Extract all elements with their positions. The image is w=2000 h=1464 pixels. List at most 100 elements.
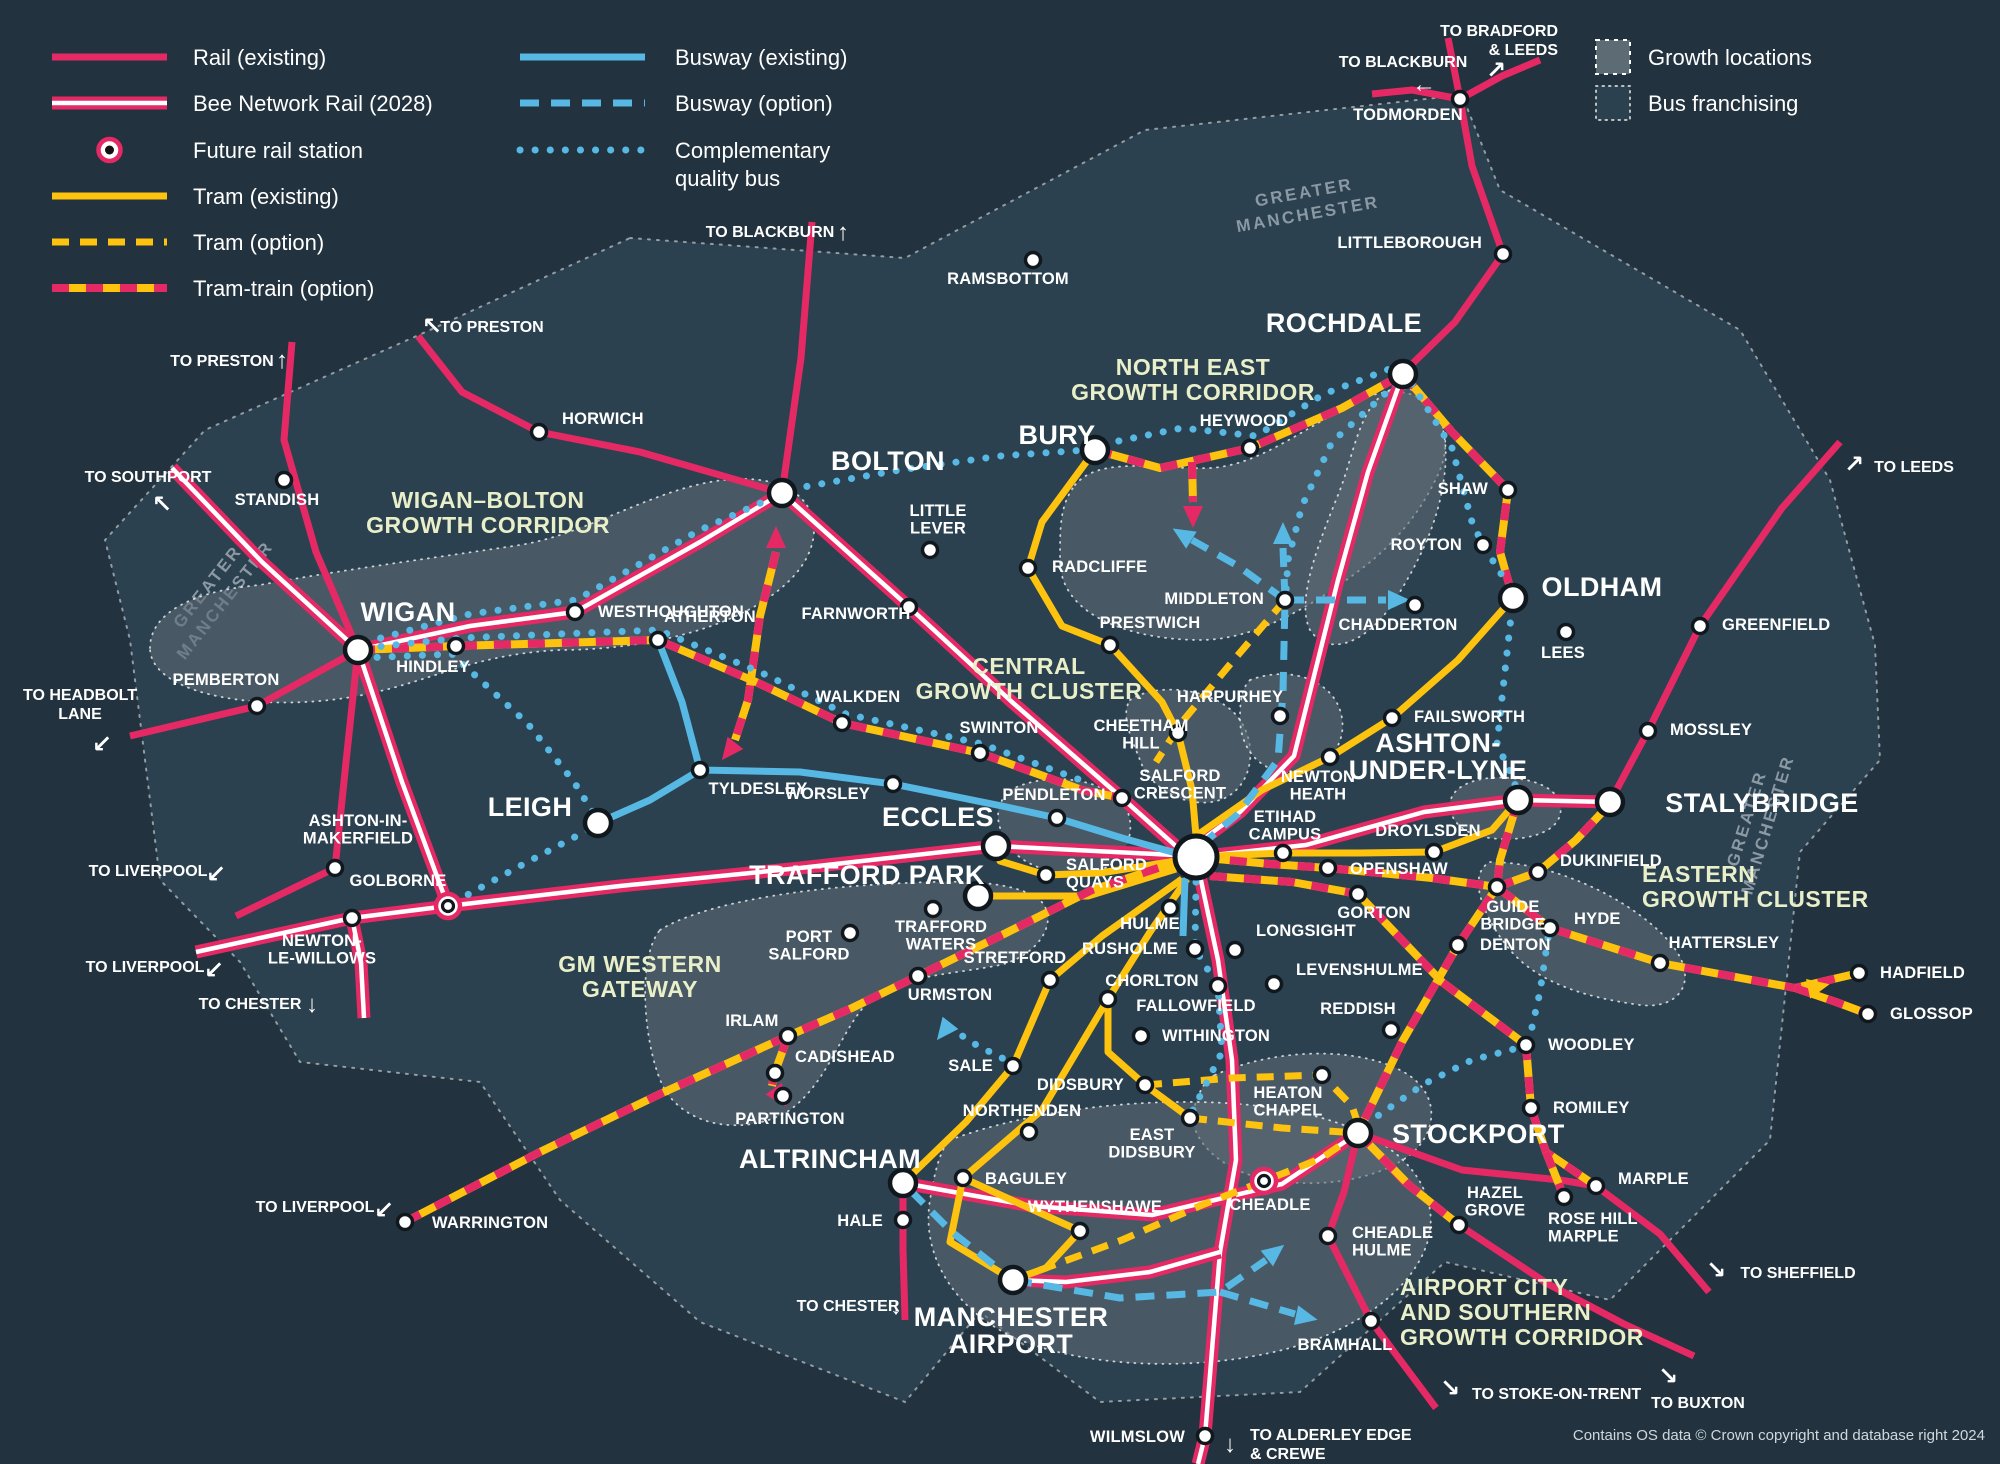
station-irlam (778, 1026, 798, 1046)
station-partington (773, 1086, 793, 1106)
station-label-bramhall: BRAMHALL (1297, 1336, 1392, 1354)
station-label-port-salford: PORT (786, 928, 833, 946)
station-chadderton (1405, 595, 1425, 615)
qb-rochdale-middleton-line (1282, 380, 1400, 596)
tram-ashton-line (1195, 797, 1521, 861)
station-label-guide-bridge: GUIDE (1486, 898, 1539, 916)
station-label-cheadle-hulme: CHEADLE (1352, 1224, 1433, 1242)
station-label-etihad-campus: CAMPUS (1249, 826, 1322, 844)
station-label-lees: LEES (1541, 644, 1585, 662)
legend-item-tram-train: Tram-train (option) (52, 276, 374, 301)
station-label-longsight: LONGSIGHT (1256, 922, 1356, 940)
station-hattersley (1650, 953, 1670, 973)
destination-arrow-icon: ↗ (1486, 57, 1506, 84)
station-newton-le-willows (342, 908, 362, 928)
station-guide-bridge (1487, 877, 1507, 897)
station-label-radcliffe: RADCLIFFE (1052, 558, 1147, 576)
station-label-ashton-in-makerfield: ASHTON-IN- (309, 812, 408, 830)
station-hindley (446, 636, 466, 656)
station-openshaw (1318, 858, 1338, 878)
station-wilmslow (1195, 1426, 1215, 1446)
legend-layer: Rail (existing)Bee Network Rail (2028)Fu… (52, 39, 1812, 301)
destination-arrow-icon: ↙ (92, 731, 112, 758)
station-withington (1131, 1026, 1151, 1046)
station-swinton (970, 743, 990, 763)
station-label-worsley: WORSLEY (785, 785, 870, 803)
destination-label-1: & LEEDS (1489, 42, 1559, 59)
station-label-urmston: URMSTON (908, 986, 993, 1004)
altrincham-chester-line (899, 1183, 909, 1321)
blue-option-arrow-icon (936, 1016, 959, 1041)
station-stockport (1342, 1117, 1374, 1149)
station-label-hazel-grove: GROVE (1465, 1202, 1526, 1220)
station-label-hazel-grove: HAZEL (1467, 1184, 1523, 1202)
corridor-label-1: GROWTH CORRIDOR (1071, 379, 1315, 405)
legend-item-label: Tram (existing) (193, 184, 339, 209)
station-woodley (1516, 1035, 1536, 1055)
station-label-standish: STANDISH (235, 491, 320, 509)
destination-label-15: TO SHEFFIELD (1740, 1265, 1855, 1282)
qb-stockport-woodley-line (1362, 1044, 1522, 1128)
station-farnworth (899, 597, 919, 617)
bus-franchising-icon (1595, 85, 1631, 121)
station-walkden (832, 713, 852, 733)
station-stretford (1040, 970, 1060, 990)
bw-opt-airport-east-line (1012, 1257, 1268, 1302)
destination-arrow-icon: ↙ (374, 1197, 394, 1224)
corridor-label-2: CENTRAL (972, 653, 1085, 679)
bw-opt-altrincham-airport-line (907, 1187, 1016, 1283)
destination-label-11: TO CHESTER (797, 1298, 900, 1315)
tt-warrington-manchester-line (403, 858, 1178, 1226)
station-label-didsbury: DIDSBURY (1037, 1076, 1124, 1094)
station-worsley (883, 774, 903, 794)
station-pendleton (1047, 808, 1067, 828)
destination-label-1: TO BRADFORD (1440, 23, 1558, 40)
legend-item-busway: Busway (existing) (520, 45, 847, 70)
tt-bolton-tyldesley-line (731, 551, 780, 742)
destination-label-3: TO PRESTON (170, 353, 273, 370)
station-middleton (1275, 590, 1295, 610)
station-label-manchester-airport: MANCHESTER (914, 1302, 1109, 1332)
station-label-irlam: IRLAM (725, 1012, 778, 1030)
station-label-guide-bridge: BRIDGE (1480, 916, 1545, 934)
station-label-denton: DENTON (1480, 936, 1551, 954)
station-label-salford-crescent: SALFORD (1139, 767, 1220, 785)
station-hadfield (1849, 963, 1869, 983)
tt-glossop-branch-line (1793, 984, 1870, 1018)
destination-label-10: TO LIVERPOOL (256, 1199, 375, 1216)
wigan-golborne-line (355, 649, 451, 907)
station-label-pemberton: PEMBERTON (173, 671, 280, 689)
corridor-label-2: GROWTH CLUSTER (916, 678, 1143, 704)
station-label-stretford: STRETFORD (964, 949, 1067, 967)
destination-arrow-icon: ↓ (890, 1293, 902, 1320)
station-westhoughton (565, 602, 585, 622)
corridor-label-0: WIGAN–BOLTON (392, 487, 585, 513)
tt-bury-rochdale-line (1093, 370, 1405, 472)
station-label-wythenshawe: WYTHENSHAWE (1028, 1198, 1162, 1216)
station-bolton (766, 477, 798, 509)
station-glossop (1858, 1004, 1878, 1024)
station-rose-hill-marple (1554, 1187, 1574, 1207)
station-label-sale: SALE (948, 1057, 993, 1075)
blue-option-arrow-icon (1260, 1244, 1285, 1267)
destination-arrow-icon: ↘ (1706, 1257, 1726, 1284)
destination-label-6: LANE (58, 706, 102, 723)
station-label-etihad-campus: ETIHAD (1254, 808, 1317, 826)
station-longsight (1225, 940, 1245, 960)
corridor-label-4: GM WESTERN (558, 951, 721, 977)
station-label-shaw: SHAW (1438, 480, 1489, 498)
station-littleborough (1493, 244, 1513, 264)
corridor-label-4: GATEWAY (582, 976, 698, 1002)
legend-item-growth: Growth locations (1595, 39, 1812, 75)
tt-stockport-hazel-grove-line (1355, 1130, 1462, 1229)
destination-arrow-icon: ↘ (1658, 1363, 1678, 1390)
station-didsbury (1135, 1075, 1155, 1095)
legend-item-rail: Rail (existing) (52, 45, 326, 70)
station-ashton-in-makerfield (325, 858, 345, 878)
station-etihad-campus (1273, 843, 1293, 863)
station-bramhall (1361, 1311, 1381, 1331)
qb-bolton-bury-line (788, 446, 1090, 493)
station-bury (1079, 434, 1111, 466)
legend-item-label: Busway (existing) (675, 45, 847, 70)
station-manchester-hub (1172, 833, 1220, 881)
